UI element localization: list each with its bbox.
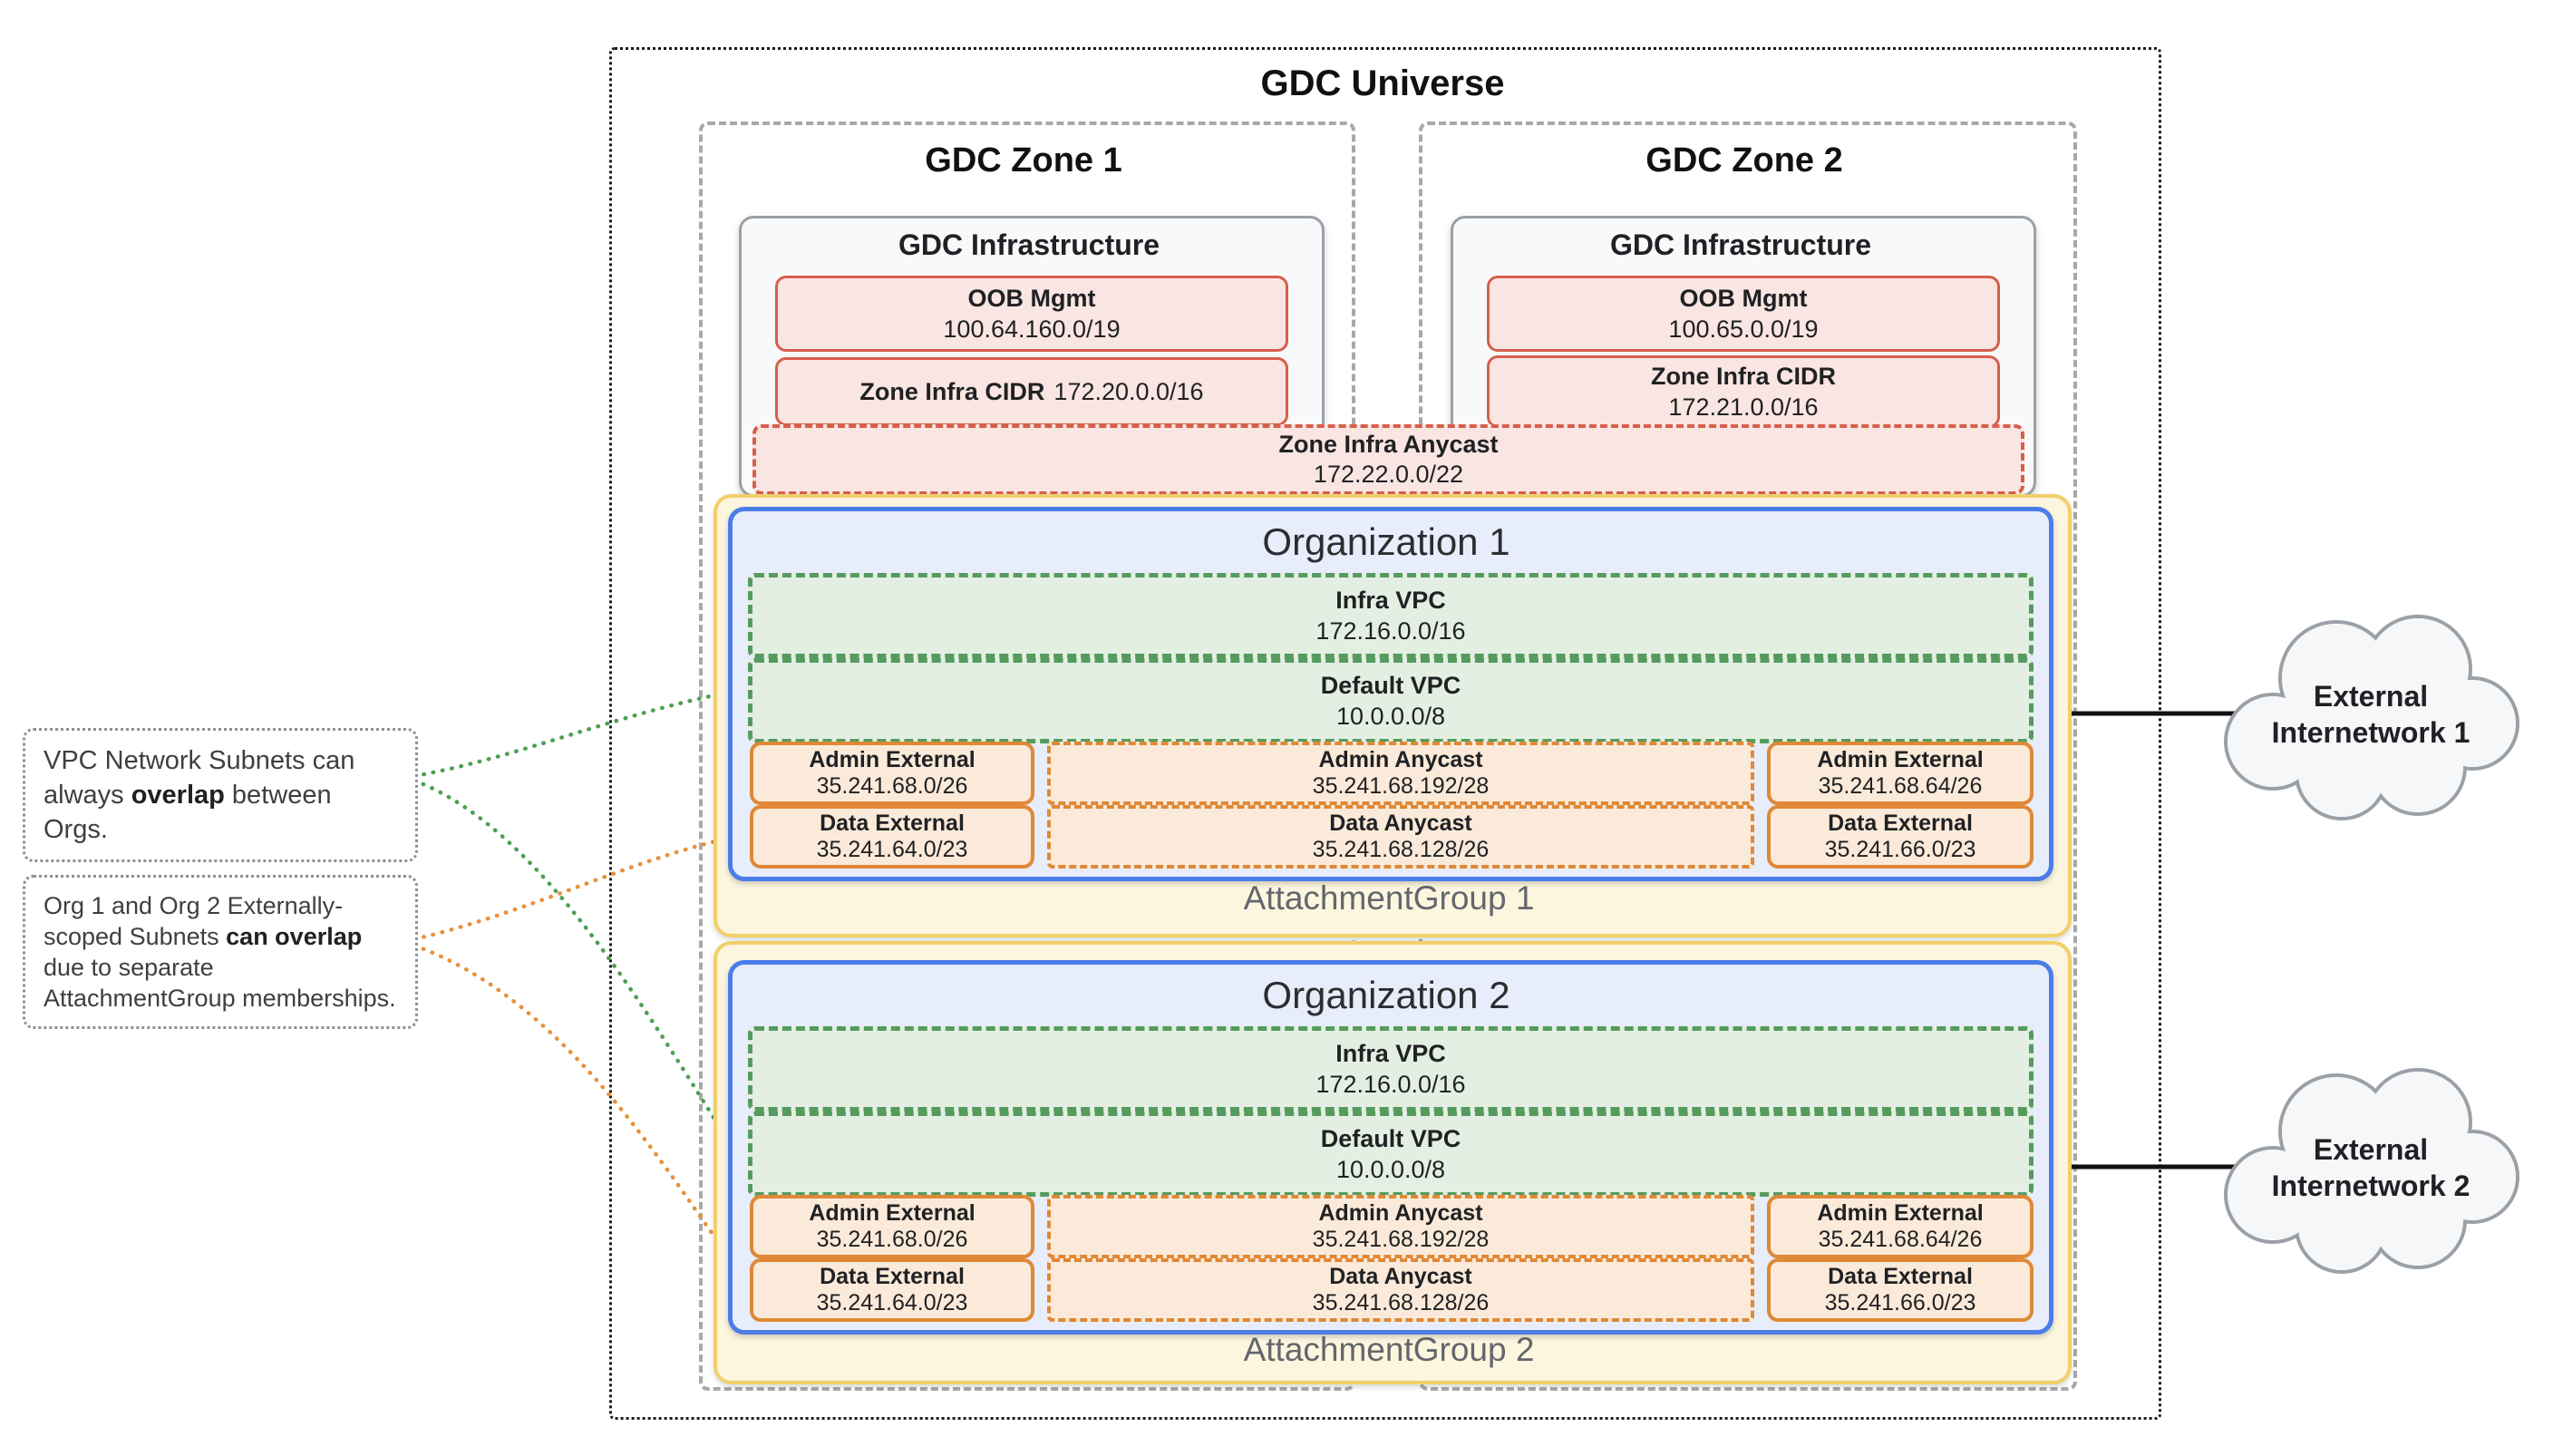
subnet-label: Admin External [1817,1200,1984,1226]
zone-infra-anycast: Zone Infra Anycast 172.22.0.0/22 [752,424,2024,495]
subnet-label: Admin External [1817,747,1984,772]
subnet-cidr: 35.241.68.0/26 [816,773,968,799]
zone-2-infrastructure-title: GDC Infrastructure [1609,228,1872,261]
org2-data-external-right: Data External 35.241.66.0/23 [1767,1258,2034,1322]
organization-1-title: Organization 1 [1262,520,1510,563]
annotation-text: Org 1 and Org 2 Externally-scoped Subnet… [44,892,344,950]
subnet-cidr: 35.241.68.192/28 [1312,773,1490,799]
subnet-label: Data External [820,1264,965,1289]
org1-admin-anycast: Admin Anycast 35.241.68.192/28 [1047,742,1754,805]
cloud-label-line2: Internetwork 2 [2271,1170,2470,1202]
org2-default-vpc-label: Default VPC [1320,1125,1461,1152]
zone-1-infrastructure-title: GDC Infrastructure [898,228,1160,261]
subnet-cidr: 35.241.68.128/26 [1312,837,1490,862]
org2-admin-anycast: Admin Anycast 35.241.68.192/28 [1047,1195,1754,1258]
cloud-label-line1: External [2313,1133,2429,1166]
org2-default-vpc-cidr: 10.0.0.0/8 [1335,1156,1446,1183]
attachment-group-1-label: AttachmentGroup 1 [1243,879,1535,917]
zone-2-infra-cidr-value: 172.21.0.0/16 [1668,393,1819,421]
subnet-label: Data External [1828,811,1973,836]
subnet-cidr: 35.241.68.128/26 [1312,1290,1490,1315]
annotation-subnet-overlap: VPC Network Subnets can always overlap b… [23,728,418,862]
subnet-cidr: 35.241.64.0/23 [816,1290,968,1315]
org2-infra-vpc-label: Infra VPC [1335,1040,1446,1067]
subnet-cidr: 35.241.68.0/26 [816,1227,968,1252]
subnet-cidr: 35.241.68.64/26 [1818,773,1983,799]
org1-default-vpc: Default VPC 10.0.0.0/8 [748,658,2034,743]
annotation-bold-text: overlap [131,781,225,810]
subnet-label: Data External [1828,1264,1973,1289]
org2-admin-external-right: Admin External 35.241.68.64/26 [1767,1195,2034,1258]
annotation-text: between Orgs. [44,781,332,844]
external-internetwork-2-label: External Internetwork 2 [2226,1131,2516,1204]
subnet-label: Admin External [809,747,976,772]
subnet-label: Admin Anycast [1318,1200,1483,1226]
subnet-cidr: 35.241.66.0/23 [1824,837,1976,862]
external-internetwork-1-label: External Internetwork 1 [2226,678,2516,751]
zone-1-infra-cidr-label: Zone Infra CIDR [859,378,1045,405]
zone-2-oob-label: OOB Mgmt [1679,285,1808,312]
annotation-bold-text: can overlap [226,923,363,950]
zone-1-infra-cidr: Zone Infra CIDR 172.20.0.0/16 [775,357,1288,426]
subnet-cidr: 35.241.68.192/28 [1312,1227,1490,1252]
universe-title: GDC Universe [1260,63,1505,103]
zone-1-oob-label: OOB Mgmt [967,285,1096,312]
attachment-group-2-label: AttachmentGroup 2 [1243,1331,1535,1368]
annotation-attachmentgroup-overlap: Org 1 and Org 2 Externally-scoped Subnet… [23,875,418,1029]
org1-infra-vpc: Infra VPC 172.16.0.0/16 [748,573,2034,658]
subnet-label: Data Anycast [1329,811,1472,836]
annotation-text: due to separate AttachmentGroup membersh… [44,954,396,1012]
cloud-icon [2224,615,2519,820]
organization-2-title: Organization 2 [1262,974,1510,1016]
subnet-label: Admin External [809,1200,976,1226]
org1-default-vpc-label: Default VPC [1320,672,1461,699]
subnet-cidr: 35.241.64.0/23 [816,837,968,862]
org1-data-external-right: Data External 35.241.66.0/23 [1767,805,2034,869]
zone-2-oob-cidr: 100.65.0.0/19 [1668,315,1819,343]
org2-data-external-left: Data External 35.241.64.0/23 [750,1258,1034,1322]
org2-admin-external-left: Admin External 35.241.68.0/26 [750,1195,1034,1258]
cloud-label-line2: Internetwork 1 [2271,716,2470,749]
cloud-icon [2224,1068,2519,1274]
org2-infra-vpc-cidr: 172.16.0.0/16 [1315,1071,1466,1098]
cloud-label-line1: External [2313,680,2429,713]
zone-2-infra-cidr-label: Zone Infra CIDR [1650,363,1836,390]
org1-admin-external-right: Admin External 35.241.68.64/26 [1767,742,2034,805]
annotation-text: VPC Network Subnets can always [44,746,355,810]
org1-default-vpc-cidr: 10.0.0.0/8 [1335,703,1446,730]
org2-default-vpc: Default VPC 10.0.0.0/8 [748,1111,2034,1197]
zone-infra-anycast-cidr: 172.22.0.0/22 [1313,461,1464,488]
org2-data-anycast: Data Anycast 35.241.68.128/26 [1047,1258,1754,1322]
subnet-label: Data Anycast [1329,1264,1472,1289]
subnet-cidr: 35.241.68.64/26 [1818,1227,1983,1252]
org1-data-anycast: Data Anycast 35.241.68.128/26 [1047,805,1754,869]
org1-data-external-left: Data External 35.241.64.0/23 [750,805,1034,869]
subnet-label: Admin Anycast [1318,747,1483,772]
org2-infra-vpc: Infra VPC 172.16.0.0/16 [748,1026,2034,1111]
zone-1-oob-mgmt: OOB Mgmt 100.64.160.0/19 [775,276,1288,352]
org1-infra-vpc-cidr: 172.16.0.0/16 [1315,617,1466,645]
zone-1-infra-cidr-value: 172.20.0.0/16 [1053,378,1204,405]
subnet-cidr: 35.241.66.0/23 [1824,1290,1976,1315]
subnet-label: Data External [820,811,965,836]
zone-1-oob-cidr: 100.64.160.0/19 [943,315,1121,343]
org1-admin-external-left: Admin External 35.241.68.0/26 [750,742,1034,805]
zone-2-infra-cidr: Zone Infra CIDR 172.21.0.0/16 [1487,355,2000,428]
org1-infra-vpc-label: Infra VPC [1335,587,1446,614]
zone-infra-anycast-label: Zone Infra Anycast [1278,431,1499,458]
zone-2-oob-mgmt: OOB Mgmt 100.65.0.0/19 [1487,276,2000,352]
zone-2-title: GDC Zone 2 [1645,141,1843,180]
zone-1-title: GDC Zone 1 [925,141,1122,180]
